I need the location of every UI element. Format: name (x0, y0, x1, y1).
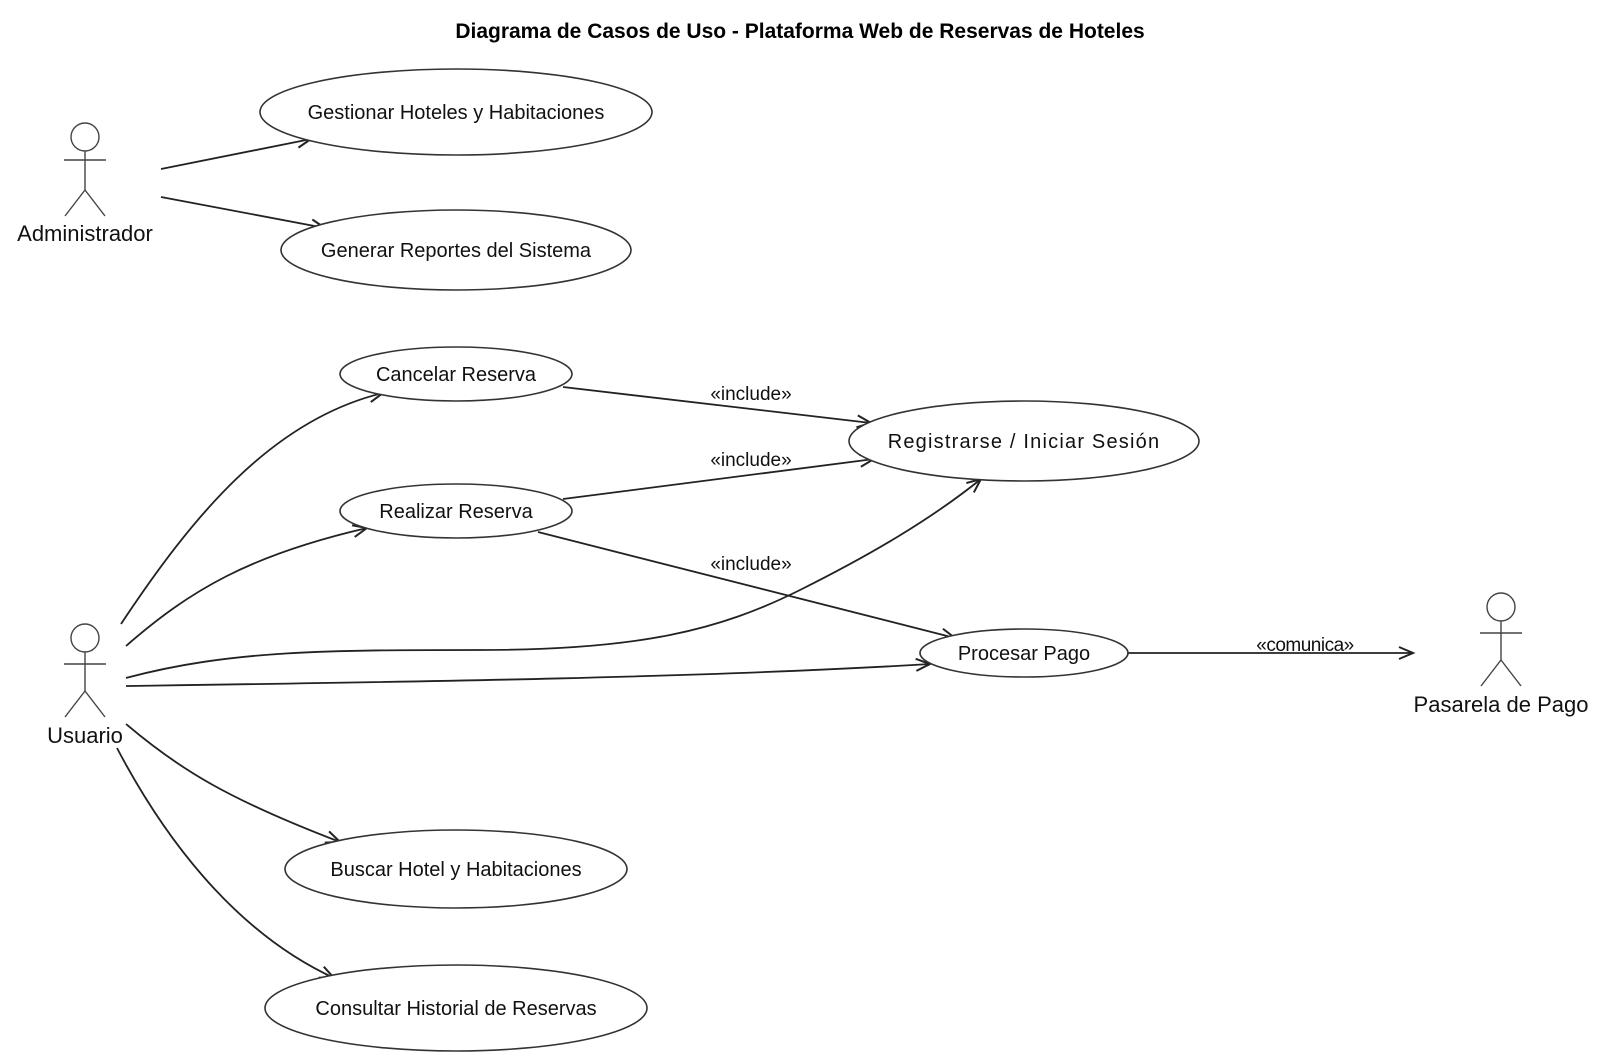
use-case-cancelar[interactable]: Cancelar Reserva (339, 346, 573, 402)
edge-usuario-historial (116, 747, 337, 980)
actor-label: Usuario (47, 723, 123, 748)
use-case-registrarse[interactable]: Registrarse / Iniciar Sesión (848, 400, 1200, 482)
actor-figure-icon (1480, 592, 1522, 687)
actor-figure-icon (64, 122, 106, 217)
use-case-gestionar[interactable]: Gestionar Hoteles y Habitaciones (259, 68, 653, 156)
use-case-realizar[interactable]: Realizar Reserva (339, 483, 573, 539)
use-case-label: Realizar Reserva (379, 501, 533, 523)
comunica-label: «comunica» (1256, 635, 1353, 656)
use-case-label: Buscar Hotel y Habitaciones (330, 859, 581, 881)
use-case-reportes[interactable]: Generar Reportes del Sistema (280, 209, 632, 291)
edge-usuario-realizar (125, 524, 370, 647)
edge-include-realizar-procesar (537, 531, 958, 642)
include-label-cancelar: «include» (710, 384, 791, 405)
edge-usuario-registrarse (125, 477, 983, 679)
edge-include-realizar-registrarse (562, 453, 877, 500)
use-case-label: Gestionar Hoteles y Habitaciones (308, 102, 605, 124)
use-case-historial[interactable]: Consultar Historial de Reservas (264, 964, 648, 1052)
edge-usuario-buscar (125, 723, 343, 844)
actor-usuario[interactable]: Usuario (47, 623, 123, 748)
actor-pasarela-de-pago[interactable]: Pasarela de Pago (1414, 592, 1589, 717)
use-case-label: Consultar Historial de Reservas (315, 998, 596, 1020)
edge-usuario-cancelar (120, 389, 386, 625)
edge-admin-reportes (160, 196, 328, 233)
edge-usuario-procesar (125, 657, 933, 687)
use-case-label: Procesar Pago (958, 643, 1090, 665)
actor-figure-icon (64, 623, 106, 718)
edge-admin-gestionar (160, 134, 314, 170)
use-case-label: Cancelar Reserva (376, 364, 537, 386)
use-case-label: Registrarse / Iniciar Sesión (888, 431, 1161, 453)
actor-label: Administrador (17, 221, 153, 246)
include-label-realizar-procesar: «include» (710, 554, 791, 575)
use-case-procesar[interactable]: Procesar Pago (919, 628, 1129, 678)
actor-label: Pasarela de Pago (1414, 692, 1589, 717)
relation-labels: «include» «include» «include» «comunica» (710, 384, 1354, 656)
diagram-title: Diagrama de Casos de Uso - Plataforma We… (455, 20, 1144, 43)
use-case-buscar[interactable]: Buscar Hotel y Habitaciones (284, 829, 628, 909)
include-label-realizar-registrarse: «include» (710, 450, 791, 471)
edge-include-cancelar-registrarse (562, 386, 874, 429)
actor-administrador[interactable]: Administrador (17, 122, 153, 246)
association-lines (116, 134, 1416, 980)
use-case-label: Generar Reportes del Sistema (321, 240, 592, 262)
